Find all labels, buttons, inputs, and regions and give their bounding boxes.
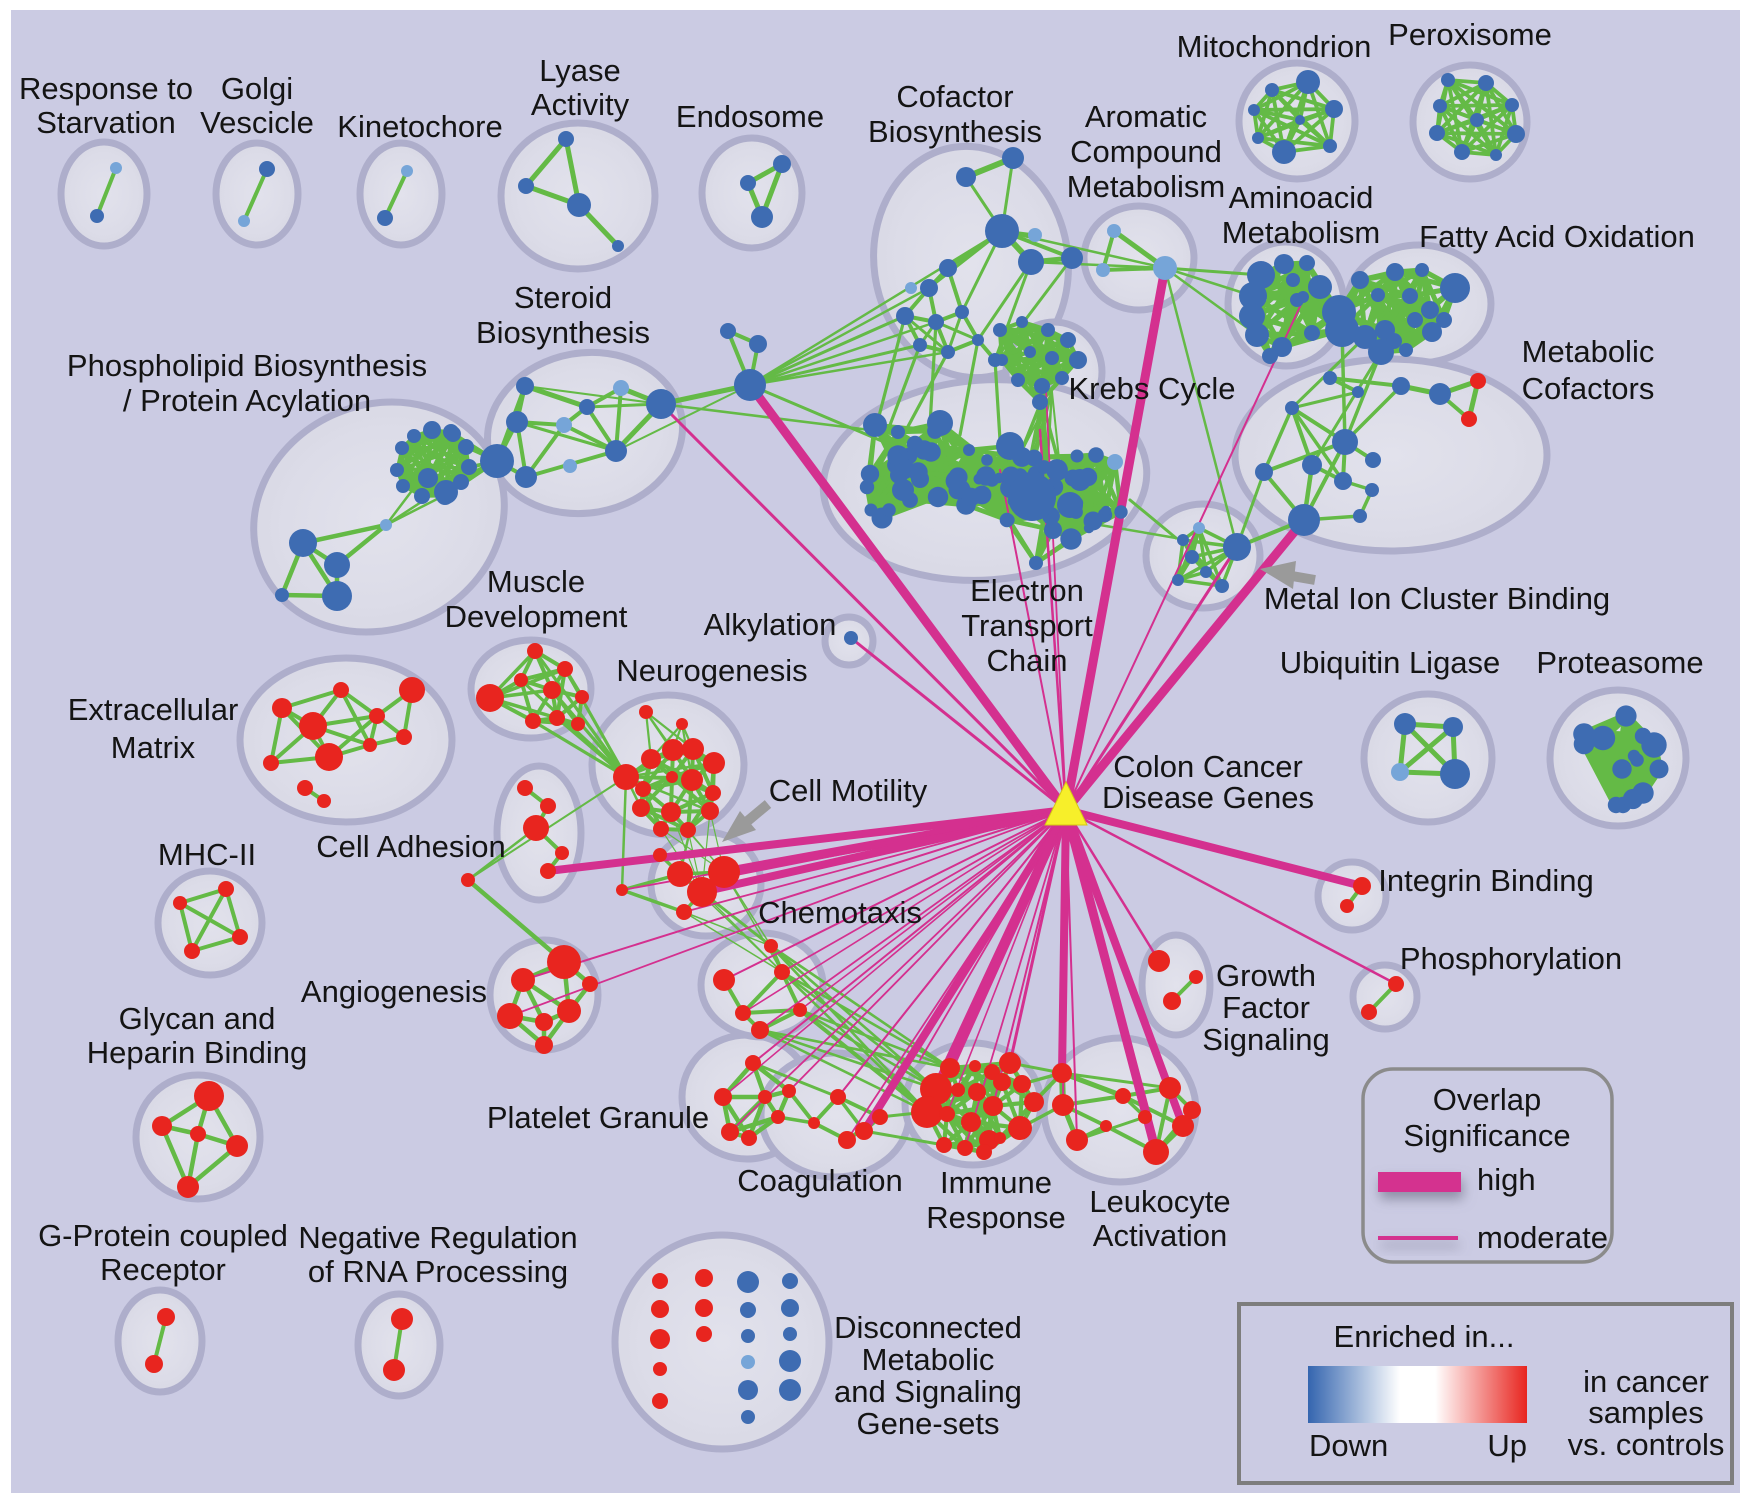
svg-text:Kinetochore: Kinetochore <box>337 109 502 144</box>
svg-text:Disease Genes: Disease Genes <box>1102 780 1314 815</box>
svg-text:Colon Cancer: Colon Cancer <box>1113 749 1303 784</box>
svg-text:Metabolism: Metabolism <box>1067 169 1226 204</box>
svg-text:Transport: Transport <box>961 608 1093 643</box>
svg-text:Matrix: Matrix <box>111 730 196 765</box>
svg-text:Starvation: Starvation <box>36 105 176 140</box>
svg-text:Activity: Activity <box>531 87 630 122</box>
svg-text:Cofactors: Cofactors <box>1522 371 1655 406</box>
svg-text:and Signaling: and Signaling <box>834 1374 1022 1409</box>
svg-text:Chemotaxis: Chemotaxis <box>758 895 922 930</box>
svg-text:Response: Response <box>926 1200 1066 1235</box>
svg-text:G-Protein coupled: G-Protein coupled <box>38 1218 288 1253</box>
svg-text:Cell Motility: Cell Motility <box>769 773 928 808</box>
svg-text:Significance: Significance <box>1403 1118 1570 1153</box>
svg-text:Overlap: Overlap <box>1433 1082 1542 1117</box>
svg-text:Aromatic: Aromatic <box>1085 99 1207 134</box>
svg-text:Glycan and: Glycan and <box>119 1001 276 1036</box>
svg-text:Signaling: Signaling <box>1202 1022 1330 1057</box>
svg-text:Cofactor: Cofactor <box>896 79 1013 114</box>
svg-text:Integrin Binding: Integrin Binding <box>1378 863 1593 898</box>
svg-text:Disconnected: Disconnected <box>834 1310 1022 1345</box>
svg-text:samples: samples <box>1588 1395 1703 1430</box>
svg-text:Steroid: Steroid <box>514 280 612 315</box>
svg-text:Proteasome: Proteasome <box>1536 645 1703 680</box>
svg-text:Extracellular: Extracellular <box>68 692 239 727</box>
svg-text:Heparin Binding: Heparin Binding <box>87 1035 308 1070</box>
svg-text:Chain: Chain <box>987 643 1068 678</box>
svg-text:vs. controls: vs. controls <box>1568 1427 1725 1462</box>
svg-text:Gene-sets: Gene-sets <box>856 1406 999 1441</box>
svg-text:Negative Regulation: Negative Regulation <box>298 1220 577 1255</box>
svg-text:Platelet Granule: Platelet Granule <box>487 1100 709 1135</box>
svg-text:Neurogenesis: Neurogenesis <box>616 653 807 688</box>
svg-text:Fatty Acid Oxidation: Fatty Acid Oxidation <box>1419 219 1695 254</box>
svg-text:Enriched in...: Enriched in... <box>1334 1319 1515 1354</box>
svg-text:Alkylation: Alkylation <box>704 607 837 642</box>
svg-text:MHC-II: MHC-II <box>158 837 256 872</box>
svg-text:Mitochondrion: Mitochondrion <box>1177 29 1372 64</box>
svg-text:Endosome: Endosome <box>676 99 824 134</box>
svg-text:Golgi: Golgi <box>221 71 293 106</box>
svg-text:Up: Up <box>1487 1428 1527 1463</box>
svg-text:Electron: Electron <box>970 573 1084 608</box>
svg-text:Phosphorylation: Phosphorylation <box>1400 941 1622 976</box>
svg-text:Biosynthesis: Biosynthesis <box>868 114 1042 149</box>
svg-text:Receptor: Receptor <box>100 1252 226 1287</box>
svg-text:Coagulation: Coagulation <box>737 1163 902 1198</box>
svg-text:Development: Development <box>445 599 628 634</box>
svg-text:Angiogenesis: Angiogenesis <box>301 974 487 1009</box>
svg-text:Biosynthesis: Biosynthesis <box>476 315 650 350</box>
svg-text:Phospholipid Biosynthesis: Phospholipid Biosynthesis <box>67 348 427 383</box>
svg-text:Growth: Growth <box>1216 958 1316 993</box>
svg-text:Leukocyte: Leukocyte <box>1089 1184 1230 1219</box>
svg-text:Ubiquitin Ligase: Ubiquitin Ligase <box>1280 645 1501 680</box>
svg-text:of RNA Processing: of RNA Processing <box>308 1254 568 1289</box>
svg-text:high: high <box>1477 1162 1536 1197</box>
svg-text:Metabolism: Metabolism <box>1222 215 1381 250</box>
svg-text:Cell Adhesion: Cell Adhesion <box>316 829 506 864</box>
svg-text:Aminoacid: Aminoacid <box>1229 180 1374 215</box>
svg-text:Response to: Response to <box>19 71 193 106</box>
svg-text:Activation: Activation <box>1093 1218 1227 1253</box>
svg-text:Factor: Factor <box>1222 990 1310 1025</box>
svg-text:Immune: Immune <box>940 1165 1052 1200</box>
svg-text:Peroxisome: Peroxisome <box>1388 17 1552 52</box>
svg-text:Muscle: Muscle <box>487 564 585 599</box>
svg-text:moderate: moderate <box>1477 1220 1608 1255</box>
svg-text:/ Protein Acylation: / Protein Acylation <box>123 383 371 418</box>
svg-text:Metabolic: Metabolic <box>1522 334 1655 369</box>
svg-text:Metal Ion Cluster Binding: Metal Ion Cluster Binding <box>1264 581 1610 616</box>
svg-text:Vescicle: Vescicle <box>200 105 314 140</box>
svg-text:Lyase: Lyase <box>539 53 621 88</box>
svg-text:Down: Down <box>1309 1428 1388 1463</box>
svg-text:Krebs Cycle: Krebs Cycle <box>1068 371 1235 406</box>
svg-text:Metabolic: Metabolic <box>862 1342 995 1377</box>
svg-text:in cancer: in cancer <box>1583 1364 1709 1399</box>
svg-text:Compound: Compound <box>1070 134 1222 169</box>
